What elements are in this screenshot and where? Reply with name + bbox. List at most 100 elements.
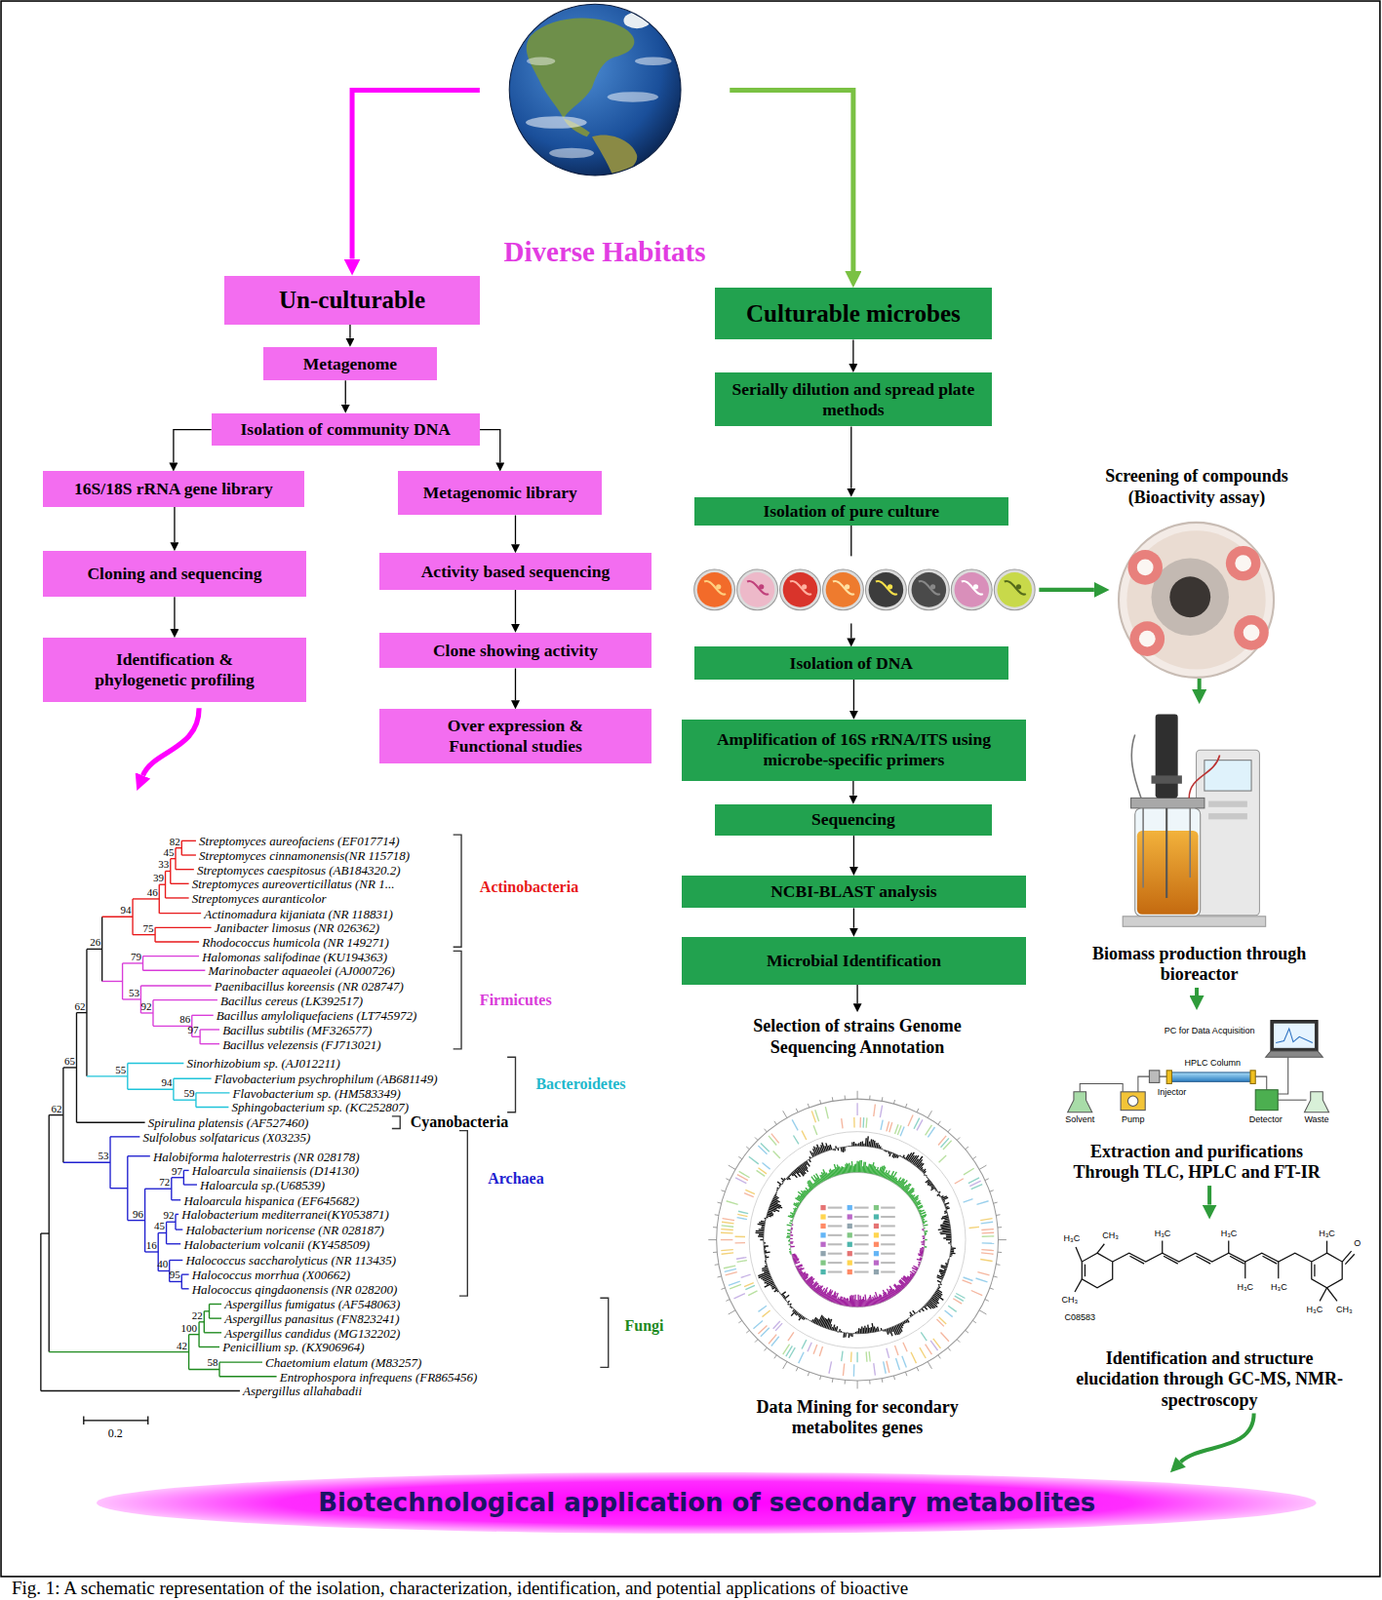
tree-branch xyxy=(110,1187,128,1189)
node-text: Serially dilution and spread plate metho… xyxy=(720,379,987,421)
drawing-part xyxy=(971,1184,983,1190)
drawing-part xyxy=(924,1230,929,1233)
drawing-part xyxy=(1196,750,1261,916)
bioreactor-picture xyxy=(1122,714,1266,928)
drawing-part xyxy=(798,1315,802,1321)
process-box: Over expression & Functional studies xyxy=(379,709,651,763)
drawing-part xyxy=(813,1344,818,1355)
drawing-part xyxy=(921,1169,924,1172)
species-name: Spirulina platensis (AF527460) xyxy=(148,1116,310,1130)
tree-branch xyxy=(143,970,206,972)
drawing-part xyxy=(1326,1288,1337,1303)
drawing-part xyxy=(844,1380,846,1384)
drawing-part xyxy=(869,1139,871,1147)
atom-label: H₃C xyxy=(1221,1229,1238,1239)
drawing-part xyxy=(797,1313,800,1316)
drawing-part xyxy=(757,1168,766,1175)
tree-branch xyxy=(127,1089,174,1091)
drawing-part xyxy=(735,1242,746,1245)
drawing-part xyxy=(747,581,769,595)
tree-branch xyxy=(48,1351,189,1353)
drawing-part xyxy=(939,1155,948,1163)
drawing-part xyxy=(1243,624,1261,641)
drawing-part xyxy=(716,1099,999,1382)
drawing-part xyxy=(1081,1253,1112,1289)
tree-branch xyxy=(110,1136,140,1138)
drawing-part xyxy=(1244,1262,1246,1279)
drawing-part xyxy=(879,1105,882,1118)
drawing-part xyxy=(923,1224,929,1226)
drawing-part xyxy=(872,1297,875,1305)
drawing-part xyxy=(920,1241,925,1243)
species-name: Aspergillus fumigatus (AF548063) xyxy=(224,1298,400,1311)
drawing-part xyxy=(927,1110,932,1118)
drawing-part xyxy=(525,116,588,129)
tree-branch xyxy=(145,1188,172,1190)
bootstrap-value: 59 xyxy=(183,1088,195,1100)
drawing-part xyxy=(993,1276,998,1278)
species-name: Streptomyces aureoverticillatus (NR 1... xyxy=(192,877,395,891)
drawing-part xyxy=(930,1341,938,1351)
drawing-part xyxy=(789,1241,793,1243)
drawing-part xyxy=(981,1222,993,1225)
drawing-part xyxy=(789,1238,793,1240)
drawing-part xyxy=(844,1096,846,1101)
drawing-part xyxy=(842,1333,845,1339)
flow-arrow xyxy=(1197,678,1202,690)
drawing-part xyxy=(847,1232,853,1238)
bootstrap-value: 79 xyxy=(130,951,142,963)
drawing-part xyxy=(757,1325,767,1335)
drawing-part xyxy=(783,572,819,608)
drawing-part xyxy=(453,950,462,1049)
drawing-part xyxy=(972,1320,976,1323)
tree-branch xyxy=(158,912,201,914)
drawing-part xyxy=(868,1328,871,1334)
drawing-part xyxy=(728,1310,736,1315)
tree-branch xyxy=(63,1066,78,1068)
drawing-part xyxy=(861,1326,864,1334)
drawing-part xyxy=(789,1242,793,1245)
node-text: Clone showing activity xyxy=(433,640,598,662)
tree-branch xyxy=(175,847,182,849)
process-box: Cloning and sequencing xyxy=(42,551,307,597)
drawing-part xyxy=(777,1182,782,1185)
drawing-part xyxy=(965,1146,969,1150)
drawing-part xyxy=(789,1246,794,1249)
petri-dish xyxy=(823,569,865,611)
atom-label: H₃C xyxy=(1318,1229,1336,1239)
drawing-part xyxy=(922,1238,925,1240)
tree-branch xyxy=(181,840,197,842)
drawing-part xyxy=(906,1320,909,1324)
drawing-part xyxy=(1137,559,1154,577)
atom-label: H₃C xyxy=(1236,1282,1254,1292)
flow-arrow xyxy=(173,507,175,543)
drawing-part xyxy=(944,1212,948,1215)
node-text: NCBI-BLAST analysis xyxy=(770,881,937,903)
drawing-part xyxy=(757,1145,767,1155)
drawing-part xyxy=(754,1340,758,1343)
tree-branch xyxy=(63,1162,111,1164)
species-name: Halococcus qingdaonensis (NR 028200) xyxy=(192,1282,398,1296)
drawing-part xyxy=(841,1118,843,1129)
drawing-part xyxy=(828,1270,843,1273)
drawing-part xyxy=(760,1221,766,1224)
drawing-part xyxy=(903,1342,908,1353)
tree-branch xyxy=(169,1281,183,1283)
drawing-part xyxy=(1204,760,1252,791)
drawing-part xyxy=(721,1253,734,1255)
species-name: Bacillus subtilis (MF326577) xyxy=(222,1023,372,1036)
drawing-part xyxy=(921,1308,925,1312)
drawing-part xyxy=(725,1300,730,1303)
drawing-part xyxy=(721,1222,734,1225)
drawing-part xyxy=(939,1231,951,1233)
tree-branch xyxy=(39,1233,41,1391)
drawing-part xyxy=(771,1134,780,1145)
drawing-part xyxy=(886,1348,890,1359)
clade-name: Firmicutes xyxy=(479,992,553,1009)
drawing-part xyxy=(841,1351,843,1362)
drawing-part xyxy=(851,1142,854,1146)
species-name: Halomonas salifodinae (KU194363) xyxy=(201,949,388,963)
drawing-part xyxy=(844,1333,847,1338)
bootstrap-value: 55 xyxy=(115,1065,126,1076)
